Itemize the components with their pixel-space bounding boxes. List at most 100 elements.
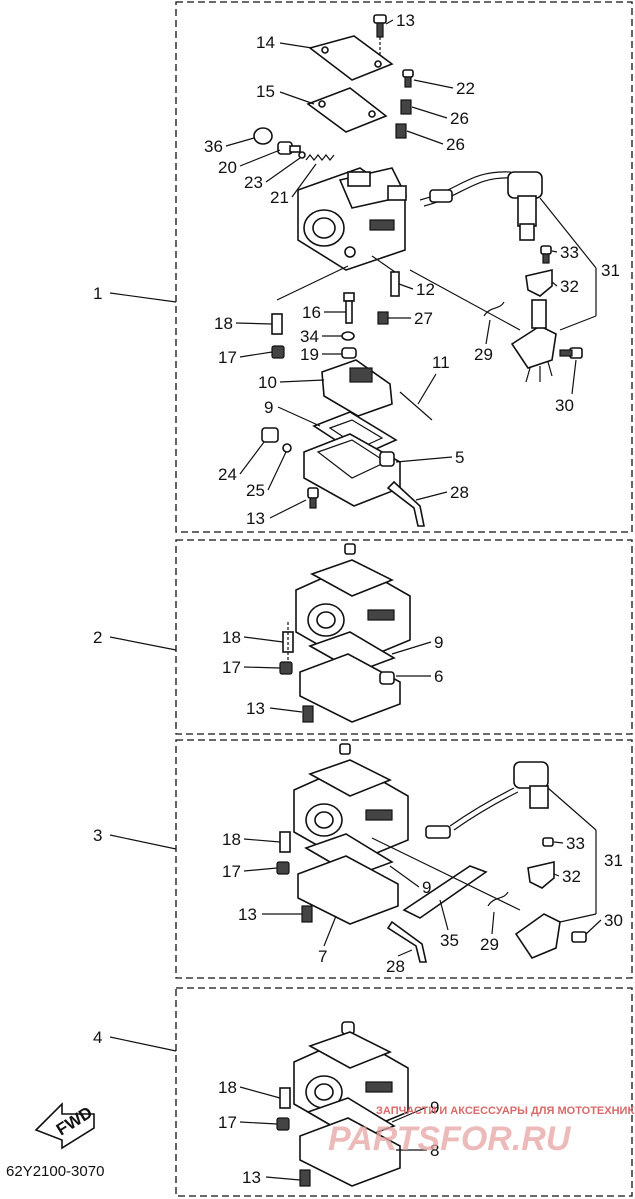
callouts: 13 14 15 22 26 26 36 20 23 21 33 32 31 1… (204, 11, 623, 1187)
assembly-labels: 1 2 3 4 (93, 284, 177, 1052)
screw-13-a3 (301, 905, 313, 923)
callout-9-a1: 9 (264, 398, 273, 417)
callout-13-a1-bottom: 13 (246, 509, 265, 528)
callout-17-a2: 17 (222, 658, 241, 677)
float-bowl-7 (297, 855, 399, 925)
hose-28-a1 (386, 480, 425, 527)
callout-29-a3: 29 (480, 935, 499, 954)
callout-35: 35 (440, 931, 459, 950)
callout-29: 29 (474, 345, 493, 364)
float-bowl-8 (299, 1117, 401, 1187)
callout-34: 34 (300, 327, 319, 346)
callout-32: 32 (560, 277, 579, 296)
plug-17-a1 (271, 345, 285, 359)
watermark: ЗАПЧАСТИ И АКСЕССУАРЫ ДЛЯ МОТОТЕХНИКИ PA… (328, 1105, 635, 1158)
callout-25: 25 (246, 481, 265, 500)
link-29-a3 (487, 891, 509, 907)
screw-13-top (373, 14, 387, 60)
assembly-label-3: 3 (93, 826, 102, 845)
callout-17-a3: 17 (222, 862, 241, 881)
callout-12: 12 (416, 280, 435, 299)
callout-18-a2: 18 (222, 628, 241, 647)
callout-27: 27 (414, 309, 433, 328)
spring-21 (305, 154, 335, 161)
callout-36: 36 (204, 137, 223, 156)
callout-11: 11 (432, 353, 450, 372)
watermark-logo: PARTSFOR.RU (328, 1120, 572, 1158)
plug-27 (377, 311, 389, 325)
assembly-label-1: 1 (93, 284, 102, 303)
nozzle-16 (343, 292, 355, 324)
screw-33-a3 (542, 837, 554, 847)
choke-lever-a3 (514, 913, 561, 959)
callout-9-a3: 9 (422, 878, 431, 897)
assembly-3-drawing (276, 743, 597, 963)
cover-plate-14 (308, 35, 394, 81)
screw-22 (402, 69, 414, 88)
screw-13-a2 (302, 705, 314, 723)
assembly-1-drawing (253, 14, 597, 527)
callout-20: 20 (218, 158, 237, 177)
clip-32-a3 (527, 860, 555, 889)
plug-17-a2 (279, 661, 293, 675)
callout-13-a4: 13 (242, 1168, 261, 1187)
callout-7: 7 (318, 947, 327, 966)
callout-31: 31 (601, 261, 620, 280)
assembly-4-drawing (276, 1021, 409, 1187)
callout-30-a3: 30 (604, 911, 623, 930)
assembly-2-drawing (279, 543, 411, 723)
oring-34 (341, 331, 355, 341)
screw-30-a3 (571, 931, 587, 943)
jet-12 (371, 255, 400, 297)
callout-5: 5 (455, 448, 464, 467)
clip-32 (525, 268, 553, 297)
valve-20 (277, 141, 301, 155)
assembly-label-4: 4 (93, 1028, 102, 1047)
callout-24: 24 (218, 465, 237, 484)
washer-19 (341, 347, 357, 359)
screw-33 (540, 245, 552, 264)
carburetor-body-1 (297, 167, 408, 271)
callout-13-a2: 13 (246, 699, 265, 718)
callout-15: 15 (256, 82, 275, 101)
callout-21: 21 (270, 188, 289, 207)
diagram-code: 62Y2100-3070 (6, 1163, 104, 1180)
callout-19: 19 (300, 345, 319, 364)
watermark-line: ЗАПЧАСТИ И АКСЕССУАРЫ ДЛЯ МОТОТЕХНИКИ (376, 1105, 635, 1117)
callout-26-b: 26 (446, 135, 465, 154)
callout-26-a: 26 (450, 109, 469, 128)
callout-9-a2: 9 (434, 633, 443, 652)
fwd-arrow: FWD (34, 1102, 96, 1150)
pin-11 (399, 391, 433, 421)
hose-35 (402, 865, 488, 919)
callout-31-a3: 31 (604, 851, 623, 870)
screw-18-a1 (271, 265, 349, 335)
drain-screw-24 (261, 427, 279, 443)
callout-32-a3: 32 (562, 867, 581, 886)
frame-assembly-3 (175, 739, 633, 979)
callout-14: 14 (256, 33, 275, 52)
callout-6: 6 (434, 667, 443, 686)
callout-17-a4: 17 (218, 1113, 237, 1132)
choke-solenoid-a3 (425, 761, 549, 839)
callout-28-a3: 28 (386, 957, 405, 976)
callout-17-a1: 17 (218, 348, 237, 367)
callout-13: 13 (396, 11, 415, 30)
callout-28-a1: 28 (450, 483, 469, 502)
callout-9-a4: 9 (430, 1098, 439, 1117)
oring-23 (298, 151, 306, 159)
link-29 (483, 301, 505, 317)
callout-33: 33 (560, 243, 579, 262)
oring-25 (282, 443, 292, 453)
callout-18-a3: 18 (222, 830, 241, 849)
choke-solenoid (507, 171, 543, 241)
frame-assembly-4 (175, 987, 633, 1197)
assembly-label-2: 2 (93, 628, 102, 647)
frame-assembly-1 (175, 1, 633, 533)
cap-36 (253, 127, 273, 145)
callout-13-a3: 13 (238, 905, 257, 924)
callout-30: 30 (555, 396, 574, 415)
callout-18-a4: 18 (218, 1078, 237, 1097)
assembly-frames (175, 1, 633, 1197)
